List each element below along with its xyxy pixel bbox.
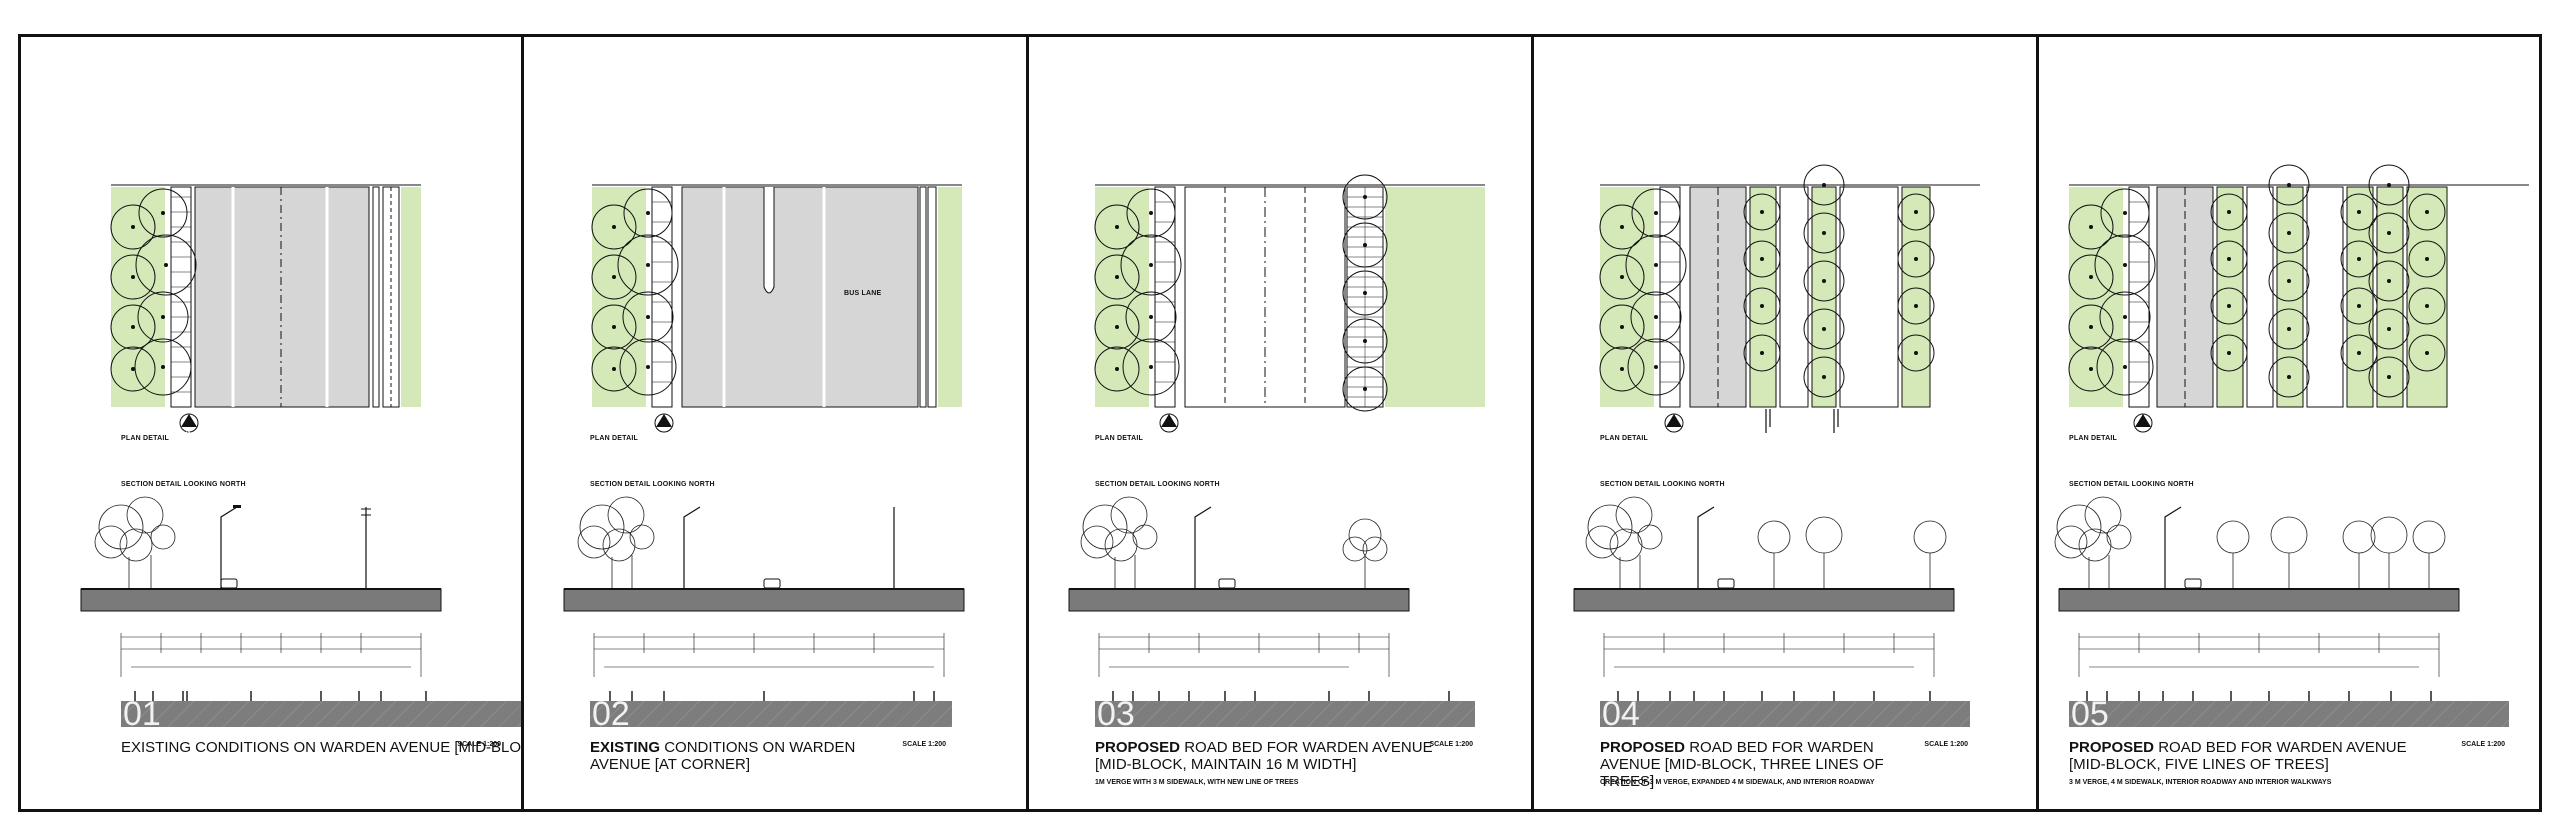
plan-detail-label: PLAN DETAIL (1600, 435, 1648, 442)
section-detail-label: SECTION DETAIL LOOKING NORTH (590, 481, 715, 488)
number-bar (2069, 701, 2509, 727)
section-detail-label: SECTION DETAIL LOOKING NORTH (121, 481, 246, 488)
bus-lane-label: BUS LANE (844, 290, 882, 297)
panel-note: CREATION OF 3 M VERGE, EXPANDED 4 M SIDE… (1600, 779, 1875, 786)
section-detail (1573, 496, 1955, 723)
plan-detail-label: PLAN DETAIL (2069, 435, 2117, 442)
scale-label: SCALE 1:200 (1429, 741, 1473, 748)
plan-detail: N (110, 184, 421, 435)
title-rest: ROAD BED FOR WARDEN AVENUE [MID-BLOCK, F… (2069, 739, 2407, 773)
section-detail-label: SECTION DETAIL LOOKING NORTH (1600, 481, 1725, 488)
plan-detail (591, 184, 962, 433)
panel-note: 1M VERGE WITH 3 M SIDEWALK, WITH NEW LIN… (1095, 779, 1299, 786)
number-bar (590, 701, 952, 727)
plan-detail (2068, 164, 2529, 433)
panel-04: PLAN DETAIL SECTION DETAIL LOOKING NORTH… (1531, 34, 2039, 812)
panel-title: PROPOSED ROAD BED FOR WARDEN AVENUE [MID… (2069, 739, 2409, 773)
panel-05: PLAN DETAIL SECTION DETAIL LOOKING NORTH… (2036, 34, 2542, 812)
plan-detail (1599, 164, 1980, 433)
scale-label: SCALE 1:200 (902, 741, 946, 748)
title-rest: CONDITIONS ON WARDEN AVENUE [AT CORNER] (590, 739, 856, 773)
panel-01-drawing: N (80, 184, 442, 723)
section-detail-label: SECTION DETAIL LOOKING NORTH (2069, 481, 2194, 488)
section-detail (2054, 496, 2460, 723)
panel-02-drawing (563, 184, 965, 723)
panel-number: 03 (1097, 695, 1135, 733)
panel-05-drawing (2054, 164, 2529, 723)
panel-title: PROPOSED ROAD BED FOR WARDEN AVENUE [MID… (1095, 739, 1455, 773)
scale-label: SCALE 1:200 (457, 741, 501, 748)
panel-number: 05 (2071, 695, 2109, 733)
panel-title: EXISTING CONDITIONS ON WARDEN AVENUE [MI… (121, 739, 524, 756)
panel-02: BUS LANE PLAN DETAIL SECTION DETAIL LOOK… (521, 34, 1029, 812)
panel-title: PROPOSED ROAD BED FOR WARDEN AVENUE [MID… (1600, 739, 1900, 790)
panel-number: 04 (1602, 695, 1640, 733)
number-bar (1600, 701, 1970, 727)
panel-number: 01 (123, 695, 161, 733)
svg-text:N: N (186, 429, 190, 435)
north-arrow-icon: N (179, 413, 199, 435)
north-arrow-icon (2133, 413, 2153, 433)
plan-detail-label: PLAN DETAIL (121, 435, 169, 442)
panel-04-drawing (1573, 164, 1980, 723)
title-bold: EXISTING (590, 739, 661, 756)
title-bold: PROPOSED (1095, 739, 1181, 756)
panel-note: 3 M VERGE, 4 M SIDEWALK, INTERIOR ROADWA… (2069, 779, 2332, 786)
panel-number: 02 (592, 695, 630, 733)
section-detail (1068, 496, 1450, 723)
number-bar (1095, 701, 1475, 727)
title-rest: ROAD BED FOR WARDEN AVENUE [MID-BLOCK, M… (1095, 739, 1433, 773)
plan-detail (1094, 174, 1485, 433)
panel-01: N (18, 34, 524, 812)
title-rest: ROAD BED FOR WARDEN AVENUE [MID-BLOCK, T… (1600, 739, 1884, 790)
north-arrow-icon (1159, 413, 1179, 433)
section-detail-label: SECTION DETAIL LOOKING NORTH (1095, 481, 1220, 488)
panel-title: EXISTING CONDITIONS ON WARDEN AVENUE [AT… (590, 739, 890, 773)
scale-label: SCALE 1:200 (2461, 741, 2505, 748)
section-detail (563, 496, 965, 723)
plan-detail-label: PLAN DETAIL (1095, 435, 1143, 442)
panel-03: PLAN DETAIL SECTION DETAIL LOOKING NORTH… (1026, 34, 1534, 812)
section-detail (80, 496, 442, 723)
north-arrow-icon (654, 413, 674, 433)
scale-label: SCALE 1:200 (1924, 741, 1968, 748)
number-bar (121, 701, 521, 727)
title-bold: PROPOSED (1600, 739, 1686, 756)
plan-detail-label: PLAN DETAIL (590, 435, 638, 442)
north-arrow-icon (1664, 413, 1684, 433)
title-rest: EXISTING CONDITIONS ON WARDEN AVENUE [MI… (121, 739, 524, 756)
title-bold: PROPOSED (2069, 739, 2155, 756)
